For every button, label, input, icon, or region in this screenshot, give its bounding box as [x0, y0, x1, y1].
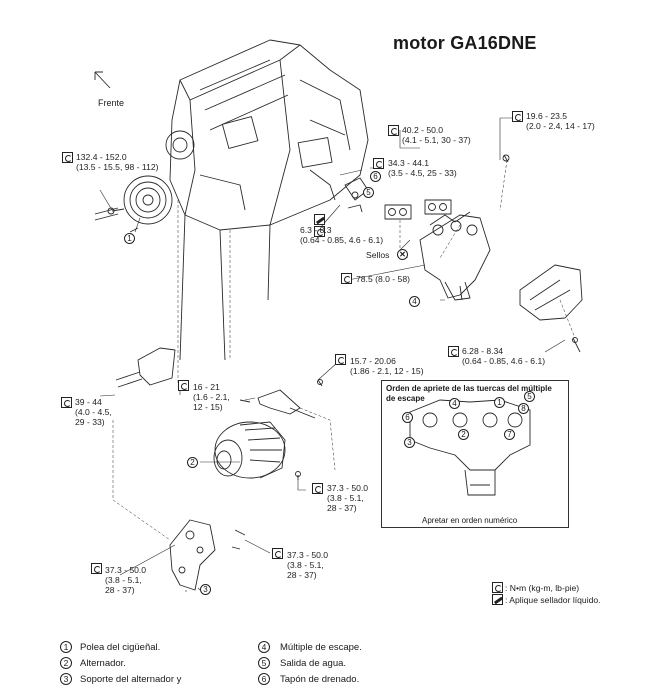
legend-item: Polea del cigüeñal. [80, 642, 161, 653]
torque-icon [492, 582, 503, 593]
torque-alt: (4.1 - 5.1, 30 - 37) [402, 135, 471, 145]
torque-value: 39 - 44 [75, 397, 102, 407]
torque-alt: (1.6 - 2.1, 12 - 15) [193, 392, 230, 412]
torque-value: 19.6 - 23.5 [526, 111, 568, 121]
torque-icon [61, 397, 72, 408]
torque-icon [512, 111, 523, 122]
inset-manifold-drawing [409, 399, 531, 496]
heat-shield-drawing [519, 264, 583, 321]
torque-value: 6.3 - 8.3 [300, 225, 332, 235]
legend-number: 1 [60, 641, 72, 653]
sealant-icon [314, 214, 325, 225]
alternator-drawing [213, 421, 286, 479]
legend-number: 4 [258, 641, 270, 653]
torque-alt: (3.8 - 5.1, 28 - 37) [287, 560, 324, 580]
legend-item: Soporte del alternador y [80, 674, 182, 685]
order-number: 6 [402, 412, 413, 423]
torque-value: 16 - 21 [193, 382, 220, 392]
torque-value: 40.2 - 50.0 [402, 125, 444, 135]
order-number: 3 [404, 437, 415, 448]
order-number: 1 [494, 397, 505, 408]
crankshaft-pulley-drawing [94, 175, 173, 233]
torque-icon [91, 563, 102, 574]
torque-icon [312, 483, 323, 494]
seals-label: Sellos [366, 250, 390, 260]
torque-value: 37.3 - 50.0 [327, 483, 369, 493]
torque-alt: (2.0 - 2.4, 14 - 17) [526, 121, 595, 131]
torque-value: 34.3 - 44.1 [388, 158, 430, 168]
part-number-callout: 5 [363, 187, 374, 198]
torque-icon [335, 354, 346, 365]
tightening-order-inset: Orden de apriete de las tuercas del múlt… [381, 380, 569, 528]
torque-value: 132.4 - 152.0 [76, 152, 127, 162]
sealant-icon [492, 594, 503, 605]
exhaust-manifold-drawing [419, 211, 491, 301]
inset-title: Orden de apriete de las tuercas del múlt… [386, 384, 552, 403]
torque-icon [388, 125, 399, 136]
part-number-callout: 6 [370, 171, 381, 182]
torque-icon [62, 152, 73, 163]
torque-value: 37.3 - 50.0 [287, 550, 329, 560]
torque-alt: (0.64 - 0.85, 4.6 - 6.1) [462, 356, 546, 366]
legend-item: Alternador. [80, 658, 126, 669]
order-number: 4 [449, 398, 460, 409]
legend-number: 6 [258, 673, 270, 685]
torque-icon [341, 273, 352, 284]
order-number: 5 [524, 391, 535, 402]
torque-value: 78.5 (8.0 - 58) [356, 274, 410, 284]
diagram-title: motor GA16DNE [393, 33, 537, 53]
inset-caption: Apretar en orden numérico [422, 516, 518, 525]
order-number: 2 [458, 429, 469, 440]
torque-alt: (0.64 - 0.85, 4.6 - 6.1) [300, 235, 384, 245]
torque-icon [448, 346, 459, 357]
front-arrow [94, 71, 111, 89]
torque-value: 6.28 - 8.34 [462, 346, 504, 356]
torque-alt: (13.5 - 15.5, 98 - 112) [76, 162, 159, 172]
torque-alt: (3.8 - 5.1, 28 - 37) [327, 493, 364, 513]
engine-block-drawing [165, 39, 369, 361]
torque-icon [373, 158, 384, 169]
sealant-symbol-legend: : Aplique sellador líquido. [505, 595, 601, 605]
torque-alt: (3.5 - 4.5, 25 - 33) [388, 168, 457, 178]
legend-item: Tapón de drenado. [280, 674, 360, 685]
legend-item: Salida de agua. [280, 658, 347, 669]
seal-replace-icon: ✕ [397, 249, 408, 260]
torque-icon [314, 226, 325, 237]
legend-item: Múltiple de escape. [280, 642, 362, 653]
upper-bracket-drawing [115, 347, 176, 388]
order-number: 8 [518, 403, 529, 414]
part-number-callout: 2 [187, 457, 198, 468]
torque-alt: (3.8 - 5.1, 28 - 37) [105, 575, 142, 595]
part-number-callout: 1 [124, 233, 135, 244]
torque-alt: (4.0 - 4.5, 29 - 33) [75, 407, 112, 427]
alternator-bracket-drawing [169, 519, 216, 591]
legend-number: 2 [60, 657, 72, 669]
torque-value: 15.7 - 20.06 [350, 356, 396, 366]
legend-number: 5 [258, 657, 270, 669]
torque-symbol-legend: : N•m (kg-m, lb-pie) [505, 583, 580, 593]
part-number-callout: 3 [200, 584, 211, 595]
torque-alt: (1.86 - 2.1, 12 - 15) [350, 366, 424, 376]
gaskets-drawing [384, 199, 452, 220]
torque-value: 37.3 - 50.0 [105, 565, 147, 575]
part-number-callout: 4 [409, 296, 420, 307]
order-number: 7 [504, 429, 515, 440]
adjusting-bar-drawing [257, 389, 316, 419]
torque-icon [178, 380, 189, 391]
front-label: Frente [98, 98, 125, 108]
torque-icon [272, 548, 283, 559]
legend-number: 3 [60, 673, 72, 685]
